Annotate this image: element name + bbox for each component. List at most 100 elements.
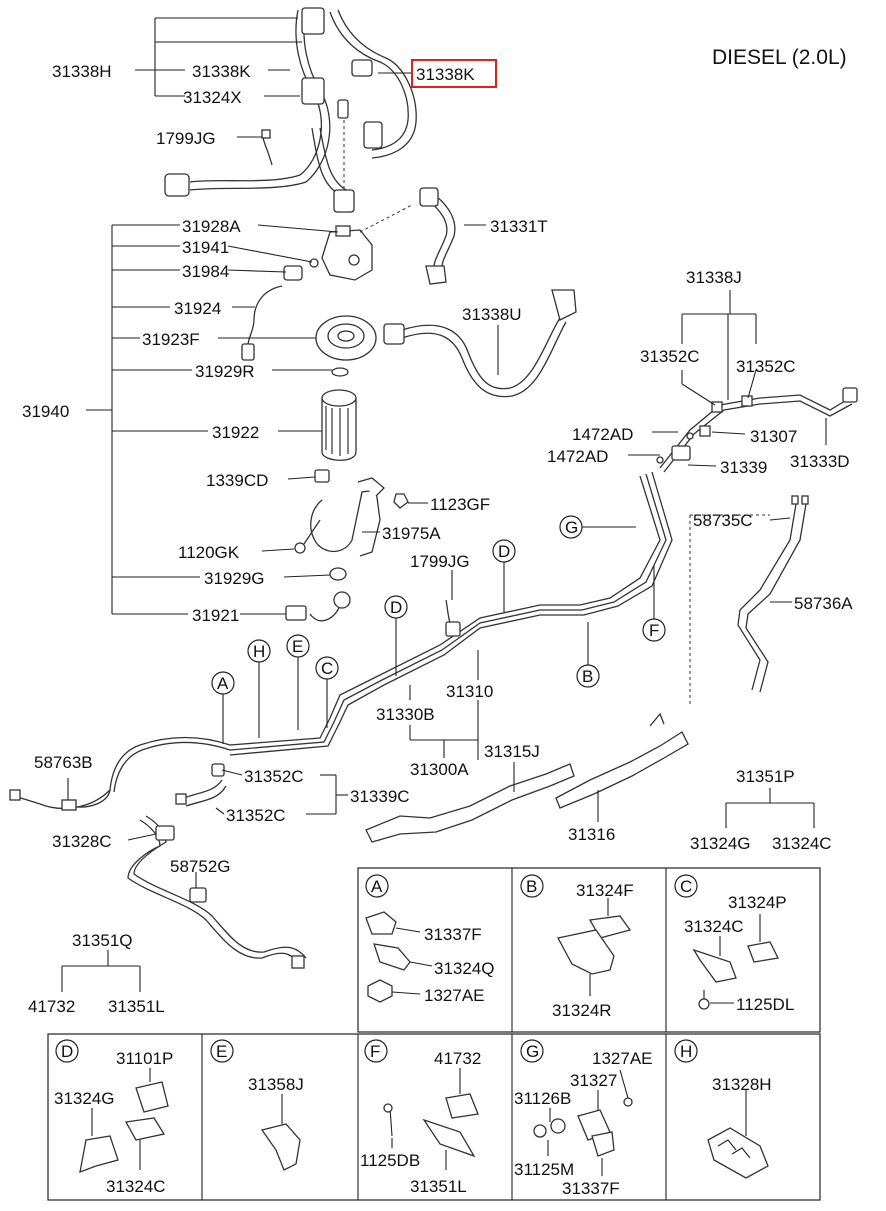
top-hose-assembly [164, 7, 417, 213]
detail-box-F: F 41732 1125DB 31351L [360, 1039, 481, 1196]
label-1125DL: 1125DL [736, 995, 794, 1014]
label-31337F-G: 31337F [562, 1179, 620, 1198]
label-31338J: 31338J [686, 268, 742, 287]
detail-box-G: G 1327AE 31327 31126B 31125M 31337F [514, 1039, 653, 1198]
label-31351P: 31351P [736, 767, 795, 786]
label-31929R: 31929R [195, 362, 255, 381]
label-31300A: 31300A [410, 760, 469, 779]
label-31324X: 31324X [183, 88, 242, 107]
label-31338K: 31338K [192, 62, 251, 81]
label-31328H: 31328H [712, 1075, 772, 1094]
callout-H: H [247, 639, 271, 738]
label-31351L: 31351L [108, 997, 165, 1016]
detail-box-A: A 31337F 31324Q 1327AE [365, 874, 495, 1005]
callout-A: A [211, 671, 235, 744]
label-31330B: 31330B [376, 705, 435, 724]
label-31984: 31984 [182, 262, 229, 281]
label-1120GK: 1120GK [178, 543, 240, 562]
svg-text:C: C [680, 877, 692, 896]
label-31324F: 31324F [576, 881, 634, 900]
label-58736A: 58736A [794, 594, 853, 613]
callout-C: C [315, 656, 339, 728]
label-31352C-c: 31352C [244, 767, 304, 786]
label-31338U: 31338U [462, 305, 522, 324]
detail-box-C: C 31324P 31324C 1125DL [674, 874, 794, 1014]
svg-text:B: B [526, 877, 537, 896]
label-41732: 41732 [28, 997, 75, 1016]
label-31327: 31327 [570, 1071, 617, 1090]
hose-31331T: 31331T [419, 187, 548, 285]
highlight-box [411, 59, 497, 88]
callout-F: F [642, 566, 666, 642]
svg-text:A: A [217, 674, 229, 693]
label-31307: 31307 [750, 427, 797, 446]
svg-text:E: E [292, 637, 303, 656]
label-31339: 31339 [720, 458, 767, 477]
callout-B: B [576, 622, 600, 688]
label-31923F: 31923F [142, 330, 200, 349]
label-31125M: 31125M [514, 1160, 574, 1179]
svg-text:G: G [565, 518, 578, 537]
svg-text:E: E [216, 1042, 227, 1061]
label-31338H: 31338H [52, 62, 112, 81]
label-1472AD-a: 1472AD [572, 425, 633, 444]
top-left-labels: 31338H 31338K 31324X 1799JG 31338K [52, 17, 497, 148]
detail-box-B: B 31324F 31324R [520, 874, 634, 1020]
label-31101P: 31101P [116, 1049, 173, 1068]
label-58763B: 58763B [34, 753, 93, 772]
callout-E: E [286, 634, 310, 730]
svg-text:G: G [526, 1042, 539, 1061]
label-31324C: 31324C [772, 834, 832, 853]
label-31352C-d: 31352C [226, 806, 286, 825]
svg-text:D: D [61, 1042, 73, 1061]
label-1327AE-A: 1327AE [424, 986, 485, 1005]
label-31324G-D: 31324G [54, 1089, 115, 1108]
label-1339CD: 1339CD [206, 471, 268, 490]
svg-text:H: H [253, 642, 265, 661]
detail-box-E: E 31358J [210, 1039, 304, 1171]
label-31929G: 31929G [204, 569, 265, 588]
label-31126B: 31126B [514, 1089, 571, 1108]
label-31941: 31941 [182, 238, 229, 257]
label-31940: 31940 [22, 402, 69, 421]
label-31339C: 31339C [350, 787, 410, 806]
svg-text:A: A [371, 877, 383, 896]
right-fuel-lines: 31338J 31352C 31352C 1472AD 1472AD 31307… [547, 268, 858, 477]
label-31924: 31924 [174, 299, 221, 318]
group-31351Q: 31351Q 41732 31351L [28, 931, 165, 1016]
label-31315J: 31315J [484, 742, 540, 761]
label-1799JG: 1799JG [156, 129, 216, 148]
detail-grid [47, 867, 821, 1201]
svg-text:D: D [390, 598, 402, 617]
svg-text:F: F [649, 621, 659, 640]
label-31316: 31316 [568, 825, 615, 844]
label-31331T: 31331T [490, 217, 548, 236]
main-fuel-lines: 58735C 58736A 1799JG 31310 31330B 31300A… [9, 471, 853, 969]
label-31975A: 31975A [382, 524, 441, 543]
callout-D-lower: D [384, 595, 408, 676]
label-31324C-C: 31324C [684, 917, 744, 936]
label-31338K-highlighted: 31338K [416, 65, 475, 84]
label-31358J: 31358J [248, 1075, 304, 1094]
hose-31338U: 31338U [383, 289, 577, 398]
label-31333D: 31333D [790, 452, 850, 471]
label-1799JG-lower: 1799JG [410, 552, 470, 571]
callout-G: G [559, 515, 636, 539]
svg-text:F: F [370, 1042, 380, 1061]
label-31324C-D: 31324C [106, 1177, 166, 1196]
label-41732-F: 41732 [434, 1049, 481, 1068]
svg-text:D: D [498, 542, 510, 561]
label-31928A: 31928A [182, 217, 241, 236]
label-31324R: 31324R [552, 1001, 612, 1020]
label-31922: 31922 [212, 423, 259, 442]
label-31352C-a: 31352C [640, 347, 700, 366]
label-31324G: 31324G [690, 834, 751, 853]
detail-box-H: H 31328H [674, 1039, 772, 1179]
label-1472AD-b: 1472AD [547, 447, 608, 466]
label-1327AE-G: 1327AE [592, 1049, 653, 1068]
label-1125DB: 1125DB [360, 1151, 420, 1170]
label-31324Q: 31324Q [434, 959, 495, 978]
label-31324P: 31324P [728, 893, 787, 912]
detail-box-D: D 31101P 31324G 31324C [54, 1039, 173, 1196]
